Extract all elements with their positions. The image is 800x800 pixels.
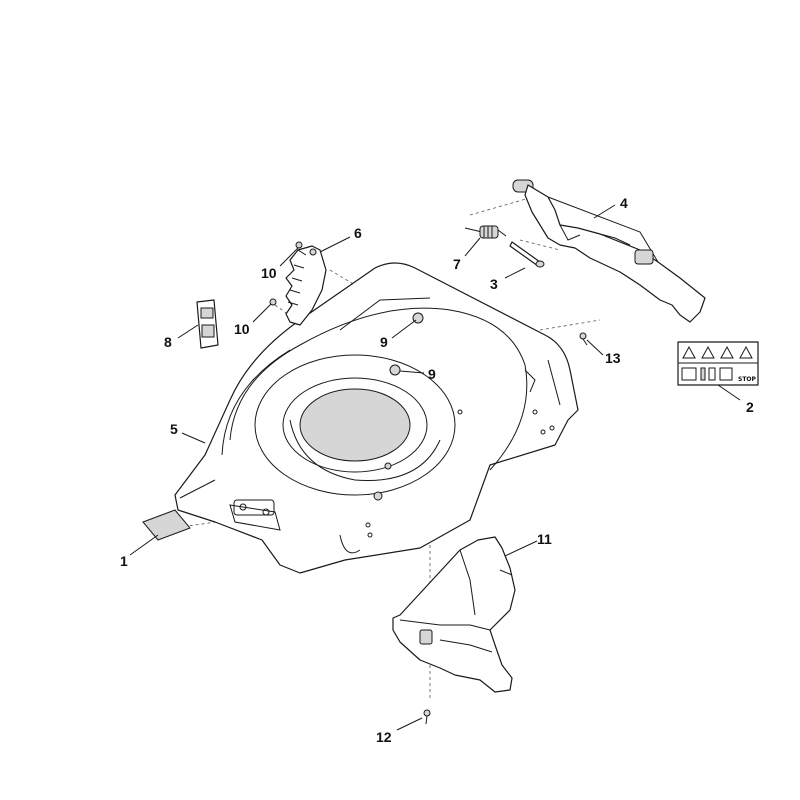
chute-screw xyxy=(423,709,431,725)
safety-warning-label: STOP xyxy=(677,341,759,386)
callout-6: 6 xyxy=(354,225,362,241)
callout-2: 2 xyxy=(746,399,754,415)
leader-lines xyxy=(129,204,741,731)
axle-pin xyxy=(509,241,545,268)
callout-8: 8 xyxy=(164,334,172,350)
callout-labels: 1 2 3 4 5 6 7 8 9 9 10 10 11 12 13 xyxy=(120,195,754,745)
callout-12: 12 xyxy=(376,729,392,745)
rear-flap-assembly xyxy=(512,179,706,323)
callout-9-upper: 9 xyxy=(380,334,388,350)
torsion-spring xyxy=(464,225,507,239)
callout-11: 11 xyxy=(537,531,552,547)
deck-bolt-lower xyxy=(389,364,401,376)
callout-3: 3 xyxy=(490,276,498,292)
height-label-plate xyxy=(196,299,219,349)
height-adjustment-rack xyxy=(285,245,327,326)
screw-upper xyxy=(295,241,303,249)
callout-7: 7 xyxy=(453,256,461,272)
discharge-chute xyxy=(392,536,516,693)
callout-10-upper: 10 xyxy=(261,265,277,281)
flap-screw xyxy=(579,332,588,346)
screw-lower xyxy=(269,298,277,306)
callout-9-lower: 9 xyxy=(428,366,436,382)
callout-4: 4 xyxy=(620,195,628,211)
deck-decal xyxy=(142,509,191,541)
mower-deck xyxy=(174,262,579,574)
callout-13: 13 xyxy=(605,350,621,366)
callout-10-lower: 10 xyxy=(234,321,250,337)
stop-text: STOP xyxy=(738,376,757,383)
callout-5: 5 xyxy=(170,421,178,437)
callout-1: 1 xyxy=(120,553,128,569)
